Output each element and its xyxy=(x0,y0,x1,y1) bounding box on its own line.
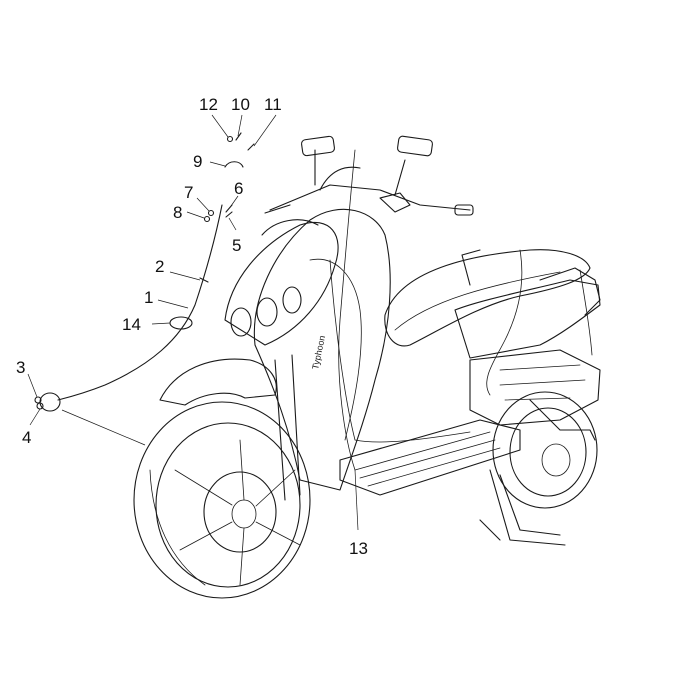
leader-lines xyxy=(27,114,359,531)
floorboard xyxy=(339,419,521,496)
screw-6 xyxy=(225,204,233,213)
callout-11: 11 xyxy=(264,95,282,114)
seat-seam xyxy=(394,271,561,331)
headlight-left xyxy=(230,307,252,337)
exploded-parts xyxy=(34,132,255,412)
callout-12: 12 xyxy=(199,95,218,114)
seat xyxy=(384,249,591,347)
callout-2: 2 xyxy=(155,257,164,276)
callout-10: 10 xyxy=(231,95,250,114)
cable-drive-unit xyxy=(39,392,61,412)
rear-cable-run xyxy=(486,249,523,396)
screw-5 xyxy=(225,211,233,218)
tyre-tread xyxy=(149,469,206,586)
wheel-hub xyxy=(231,499,257,529)
front-fork xyxy=(274,354,301,501)
left-mirror xyxy=(301,135,335,157)
brand-decal: Typhoon xyxy=(310,335,327,371)
right-mirror-stem xyxy=(394,159,406,196)
grab-rail xyxy=(461,249,481,286)
callout-1: 1 xyxy=(144,288,153,307)
callout-8: 8 xyxy=(173,203,182,222)
engine-block xyxy=(469,349,601,426)
right-grip xyxy=(454,204,474,216)
leg-shield-inner xyxy=(309,258,362,441)
tail-cable-run xyxy=(579,269,593,356)
rear-body-panel xyxy=(454,279,601,359)
callout-6: 6 xyxy=(234,179,243,198)
bracket-10 xyxy=(235,132,242,141)
callout-7: 7 xyxy=(184,183,193,202)
cowl-top xyxy=(261,219,319,236)
callout-13: 13 xyxy=(349,539,368,558)
wheel-spokes xyxy=(174,439,301,586)
engine-fins xyxy=(499,364,586,401)
cable-clamp xyxy=(199,277,209,283)
right-mirror xyxy=(397,135,433,157)
callout-5: 5 xyxy=(232,236,241,255)
drive-screw xyxy=(34,396,42,404)
center-stand xyxy=(479,469,566,546)
callout-14: 14 xyxy=(122,315,141,334)
callout-9: 9 xyxy=(193,152,202,171)
front-mudguard xyxy=(159,358,277,406)
handlebar xyxy=(269,184,471,211)
grommet xyxy=(169,316,193,330)
cable-clip xyxy=(224,161,244,168)
floorboard-ribs xyxy=(354,431,501,487)
front-cowl xyxy=(224,221,339,346)
right-switch-housing xyxy=(379,192,411,213)
brake-disc xyxy=(203,471,277,553)
headset xyxy=(319,166,361,191)
screw-11 xyxy=(247,143,255,151)
washer-7 xyxy=(207,209,215,217)
leg-shield xyxy=(253,208,391,491)
nut-8 xyxy=(203,215,211,223)
body-cable-run xyxy=(329,259,471,443)
speedometer-cable xyxy=(57,204,223,401)
main-cable-13 xyxy=(338,149,356,471)
nut-12 xyxy=(226,135,234,143)
left-grip xyxy=(264,204,291,214)
callout-4: 4 xyxy=(22,428,31,447)
callout-labels: 1 2 3 4 5 6 7 8 9 10 11 12 13 14 xyxy=(16,95,368,558)
swing-arm xyxy=(529,399,596,441)
headlight-right xyxy=(282,286,302,314)
tail-section xyxy=(539,267,601,316)
front-wheel xyxy=(133,401,311,599)
headlight-center xyxy=(256,297,278,327)
rear-wheel xyxy=(492,391,598,509)
callout-3: 3 xyxy=(16,358,25,377)
